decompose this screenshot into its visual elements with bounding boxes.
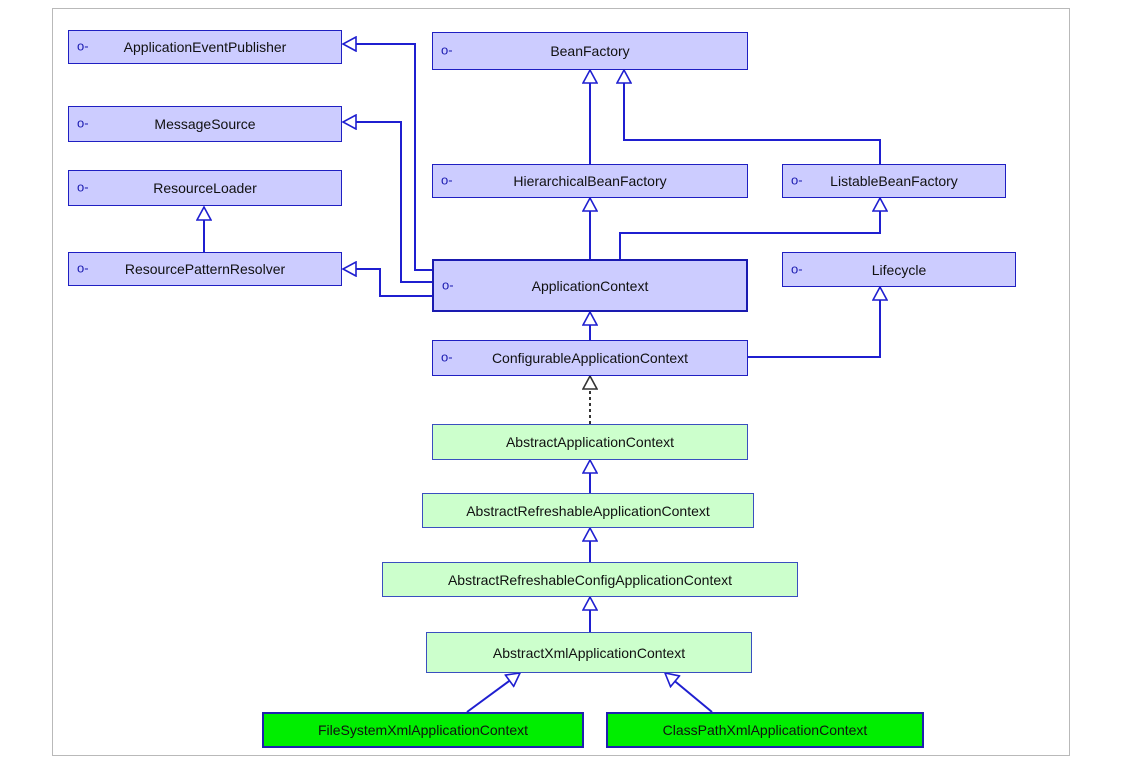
interface-marker-icon: o- bbox=[441, 172, 453, 188]
interface-marker-icon: o- bbox=[441, 349, 453, 365]
node-resource-loader: o- ResourceLoader bbox=[68, 170, 342, 206]
node-label: ListableBeanFactory bbox=[830, 173, 958, 189]
node-application-context: o- ApplicationContext bbox=[432, 259, 748, 312]
interface-marker-icon: o- bbox=[441, 42, 453, 58]
edge-ac-to-lbf bbox=[619, 198, 880, 259]
node-label: ApplicationEventPublisher bbox=[123, 39, 287, 55]
node-label: Lifecycle bbox=[871, 261, 927, 278]
node-label: ResourcePatternResolver bbox=[124, 261, 286, 277]
edge-fsxac-to-axac bbox=[466, 673, 520, 713]
node-label: AbstractApplicationContext bbox=[505, 434, 675, 450]
interface-marker-icon: o- bbox=[77, 38, 89, 54]
node-file-system-xml-application-context: FileSystemXmlApplicationContext bbox=[262, 712, 584, 748]
node-class-path-xml-application-context: ClassPathXmlApplicationContext bbox=[606, 712, 924, 748]
edge-ac-to-resource-pattern-resolver bbox=[343, 269, 432, 297]
node-abstract-application-context: AbstractApplicationContext bbox=[432, 424, 748, 460]
node-lifecycle: o- Lifecycle bbox=[782, 252, 1016, 287]
node-label: AbstractRefreshableConfigApplicationCont… bbox=[447, 571, 733, 588]
edge-lbf-to-bean-factory bbox=[624, 70, 881, 164]
node-listable-bean-factory: o- ListableBeanFactory bbox=[782, 164, 1006, 198]
node-label: AbstractXmlApplicationContext bbox=[492, 644, 686, 661]
interface-marker-icon: o- bbox=[77, 260, 89, 276]
interface-marker-icon: o- bbox=[77, 115, 89, 131]
node-message-source: o- MessageSource bbox=[68, 106, 342, 142]
node-label: AbstractRefreshableApplicationContext bbox=[466, 502, 710, 519]
interface-marker-icon: o- bbox=[77, 179, 89, 195]
node-abstract-xml-application-context: AbstractXmlApplicationContext bbox=[426, 632, 752, 673]
edge-ac-to-message-source bbox=[343, 122, 432, 283]
node-label: ResourceLoader bbox=[153, 180, 257, 196]
edge-ac-to-event-publisher bbox=[343, 44, 432, 271]
node-application-event-publisher: o- ApplicationEventPublisher bbox=[68, 30, 342, 64]
interface-marker-icon: o- bbox=[442, 277, 454, 293]
node-abstract-refreshable-application-context: AbstractRefreshableApplicationContext bbox=[422, 493, 754, 528]
node-configurable-application-context: o- ConfigurableApplicationContext bbox=[432, 340, 748, 376]
node-label: BeanFactory bbox=[550, 43, 630, 59]
node-resource-pattern-resolver: o- ResourcePatternResolver bbox=[68, 252, 342, 286]
node-label: MessageSource bbox=[154, 116, 256, 132]
node-label: ClassPathXmlApplicationContext bbox=[662, 722, 868, 738]
node-label: ConfigurableApplicationContext bbox=[491, 350, 689, 366]
node-label: FileSystemXmlApplicationContext bbox=[317, 722, 529, 738]
interface-marker-icon: o- bbox=[791, 172, 803, 188]
node-bean-factory: o- BeanFactory bbox=[432, 32, 748, 70]
node-abstract-refreshable-config-application-context: AbstractRefreshableConfigApplicationCont… bbox=[382, 562, 798, 597]
interface-marker-icon: o- bbox=[791, 261, 803, 277]
edge-cpxac-to-axac bbox=[665, 673, 713, 713]
node-label: ApplicationContext bbox=[531, 277, 649, 294]
node-hierarchical-bean-factory: o- HierarchicalBeanFactory bbox=[432, 164, 748, 198]
node-label: HierarchicalBeanFactory bbox=[513, 173, 667, 189]
edge-cac-to-lifecycle bbox=[748, 287, 880, 358]
